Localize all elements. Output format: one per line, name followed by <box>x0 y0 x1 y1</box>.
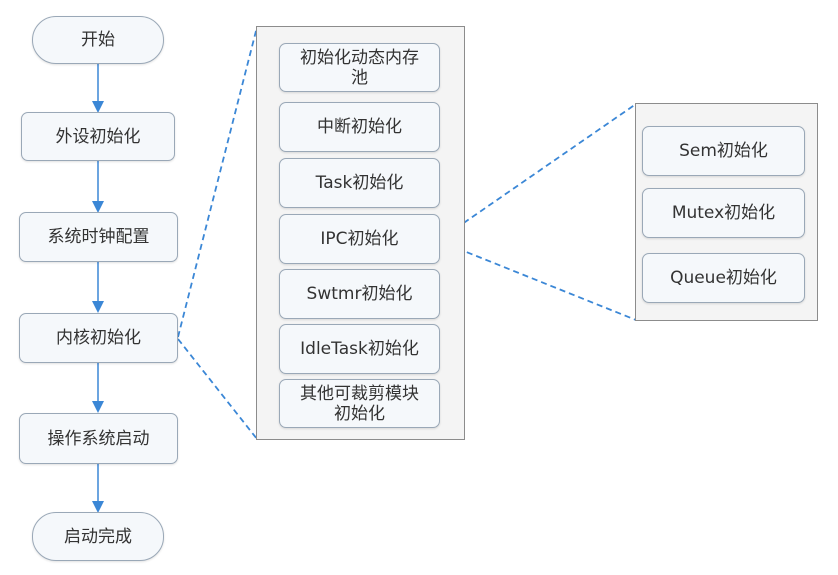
kernel-module-swtmr: Swtmr初始化 <box>279 269 440 319</box>
kernel-module-ipc: IPC初始化 <box>279 214 440 264</box>
os-start-node: 操作系统启动 <box>19 413 178 464</box>
kernel-module-interrupt: 中断初始化 <box>279 102 440 152</box>
peripheral-init-node: 外设初始化 <box>21 112 175 161</box>
dashed-kernel-to-panel-top <box>177 26 258 338</box>
ipc-module-queue: Queue初始化 <box>642 253 805 303</box>
dashed-ipc-to-panel-top <box>438 103 637 241</box>
dashed-ipc-to-panel-bottom <box>438 240 637 321</box>
kernel-module-memory-pool: 初始化动态内存池 <box>279 43 440 92</box>
kernel-init-node: 内核初始化 <box>19 313 178 363</box>
kernel-module-task: Task初始化 <box>279 158 440 208</box>
kernel-module-other: 其他可裁剪模块初始化 <box>279 379 440 428</box>
ipc-module-mutex: Mutex初始化 <box>642 188 805 238</box>
dashed-kernel-to-panel-bottom <box>177 338 258 440</box>
start-node: 开始 <box>32 16 164 64</box>
clock-config-node: 系统时钟配置 <box>19 212 178 262</box>
boot-complete-node: 启动完成 <box>32 512 164 561</box>
kernel-module-idletask: IdleTask初始化 <box>279 324 440 374</box>
ipc-module-sem: Sem初始化 <box>642 126 805 176</box>
